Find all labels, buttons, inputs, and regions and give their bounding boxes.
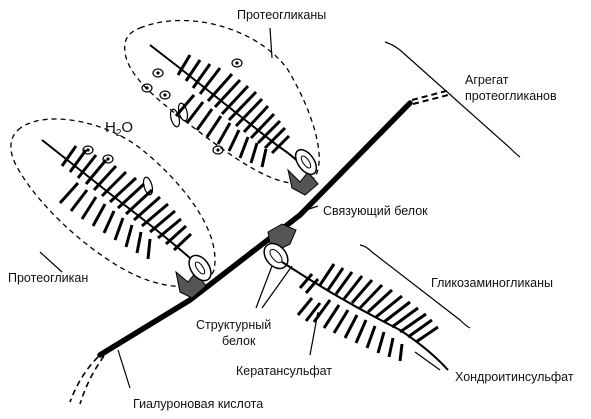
label-water: H2O: [105, 119, 133, 139]
hyaluronic-acid-backbone: [69, 89, 453, 405]
labels: Протеогликаны Агрегат протеогликанов H2O…: [8, 8, 574, 411]
proteoglycans-pointer: [269, 27, 273, 59]
hyaluronic-pointer: [117, 349, 131, 389]
annotation-lines: [39, 27, 521, 389]
label-structural-protein-line1: Структурный: [196, 318, 271, 332]
upper-water-molecules: [141, 58, 243, 155]
structural-protein-pointer-2: [261, 265, 293, 309]
upper-link-protein: [287, 168, 319, 196]
label-hyaluronic-acid: Гиалуроновая кислота: [133, 397, 263, 411]
link-protein-pointer: [299, 205, 319, 213]
label-link-protein: Связующий белок: [323, 204, 428, 218]
label-glycosaminoglycans: Гликозаминогликаны: [431, 276, 553, 290]
left-water-molecules: [82, 145, 154, 196]
label-proteoglycans: Протеогликаны: [237, 8, 326, 22]
structural-protein-pointer-1: [255, 265, 273, 309]
label-proteoglycan: Протеогликан: [8, 271, 88, 285]
label-aggregate-line1: Агрегат: [465, 73, 509, 87]
label-structural-protein-line2: белок: [222, 334, 256, 348]
label-keratan-sulfate: Кератансульфат: [236, 364, 332, 378]
upper-proteoglycan: [124, 19, 320, 196]
left-gag-chains: [58, 145, 193, 260]
glycosaminoglycans-bracket: [359, 244, 471, 329]
label-aggregate-line2: протеогликанов: [465, 89, 557, 103]
aggregate-bracket: [384, 41, 521, 158]
chondroitin-pointer: [414, 351, 441, 371]
lower-proteoglycan: [263, 223, 449, 371]
left-proteoglycan: [10, 118, 216, 299]
keratan-pointer: [309, 311, 319, 356]
label-chondroitin-sulfate: Хондроитинсульфат: [455, 370, 574, 384]
lower-gag-chains: [296, 263, 439, 362]
proteoglycan-pointer: [39, 251, 63, 273]
